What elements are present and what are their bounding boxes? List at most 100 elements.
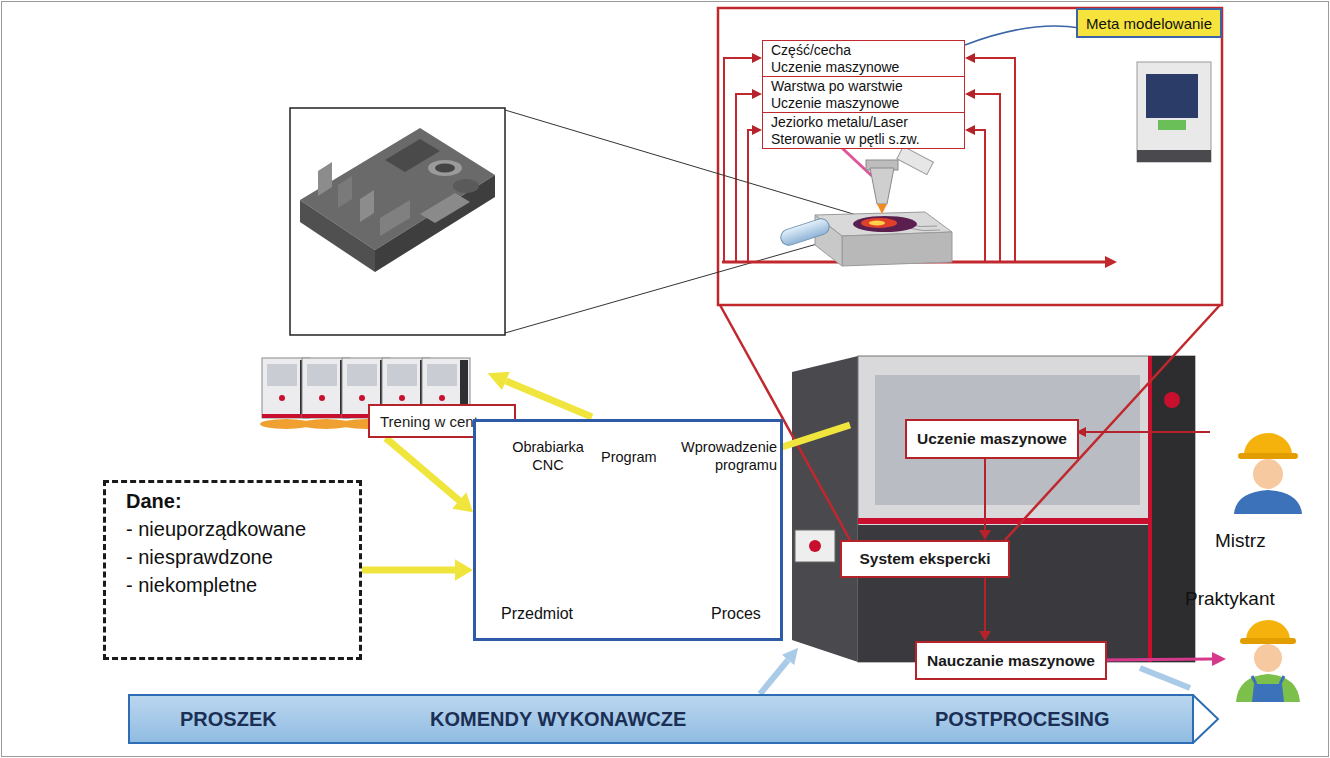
art-shape xyxy=(1236,674,1300,702)
art-shape xyxy=(1238,453,1298,459)
node-text: Program xyxy=(601,448,657,466)
master-figure xyxy=(1234,433,1302,514)
node-text: Nauczanie maszynowe xyxy=(927,652,1095,670)
art-shape xyxy=(779,217,831,248)
art-shape xyxy=(1246,620,1290,640)
connector-line xyxy=(984,578,986,633)
art-shape xyxy=(399,395,405,401)
art-shape xyxy=(975,58,1015,262)
node-text: System ekspercki xyxy=(860,550,991,568)
art-shape xyxy=(375,175,495,272)
art-shape xyxy=(748,130,752,262)
flow-band: PROSZEKKOMENDY WYKONAWCZEPOSTPROCESING xyxy=(128,694,1220,744)
art-shape xyxy=(858,356,1195,662)
art-shape xyxy=(760,660,788,694)
art-shape xyxy=(129,695,1193,743)
node-text: Uczenie maszynowe xyxy=(771,95,956,112)
node-text: Wprowadzenie programu xyxy=(669,438,777,474)
data-box: Dane:- nieuporządkowane- niesprawdzone- … xyxy=(103,480,362,660)
node-text: - niekompletne xyxy=(126,571,349,599)
art-shape xyxy=(338,176,352,208)
art-shape xyxy=(1234,490,1302,514)
art-shape xyxy=(1252,676,1256,684)
model-level-box: Część/cechaUczenie maszynowe xyxy=(762,40,965,77)
arrow-head xyxy=(979,631,991,641)
art-shape xyxy=(1193,695,1218,743)
art-shape xyxy=(360,190,374,222)
node-text: Uczenie maszynowe xyxy=(917,430,1067,448)
node-text: - nieuporządkowane xyxy=(126,515,349,543)
art-shape xyxy=(908,228,940,231)
model-level-box: Warstwa po warstwieUczenie maszynowe xyxy=(762,76,965,113)
art-shape xyxy=(897,146,934,174)
art-shape xyxy=(795,530,835,562)
art-shape xyxy=(267,364,297,386)
arrow-head xyxy=(452,492,473,512)
art-shape xyxy=(319,395,325,401)
model-level-box: Jeziorko metalu/LaserSterowanie w pętli … xyxy=(762,112,965,149)
art-shape xyxy=(853,216,917,232)
art-shape xyxy=(506,381,592,417)
art-shape xyxy=(1280,676,1284,684)
art-shape xyxy=(975,94,1000,262)
art-shape xyxy=(779,217,831,248)
node-text: Dane: xyxy=(126,487,349,515)
connector xyxy=(386,438,473,512)
art-shape xyxy=(724,58,752,262)
art-shape xyxy=(858,518,1150,524)
teaching-box: Nauczanie maszynowe xyxy=(915,641,1107,680)
person-label: Mistrz xyxy=(1215,530,1266,552)
art-shape xyxy=(875,375,1140,505)
art-shape xyxy=(307,364,337,386)
connector xyxy=(979,459,991,540)
node-text: Meta modelowanie xyxy=(1086,15,1212,32)
art-shape xyxy=(380,200,410,236)
node-text: Warstwa po warstwie xyxy=(771,78,956,95)
arrow-head xyxy=(979,530,991,540)
art-shape xyxy=(453,179,479,193)
art-shape xyxy=(1086,431,1210,433)
feedback-loops xyxy=(724,26,1080,262)
arrow-head xyxy=(455,559,473,581)
meta-label: Meta modelowanie xyxy=(1076,8,1222,38)
node-text: Uczenie maszynowe xyxy=(771,59,956,76)
art-shape xyxy=(279,395,285,401)
art-shape xyxy=(1148,356,1152,662)
machine-thumbnail xyxy=(1137,62,1211,162)
art-shape xyxy=(869,221,885,226)
art-shape xyxy=(427,364,457,386)
node-text: - niesprawdzone xyxy=(126,543,349,571)
art-shape xyxy=(975,130,985,262)
art-shape xyxy=(428,160,462,176)
art-shape xyxy=(290,108,505,335)
node-text: Część/cecha xyxy=(771,42,956,59)
art-shape xyxy=(435,164,455,173)
art-shape xyxy=(1244,433,1292,455)
process-box: Obrabiarka CNCProgramWprowadzenie progra… xyxy=(473,419,783,641)
art-shape xyxy=(1164,392,1180,408)
node-text: Jeziorko metalu/Laser xyxy=(771,114,956,131)
part-model xyxy=(290,108,505,335)
art-shape xyxy=(1137,150,1211,162)
zoom-frame xyxy=(718,8,1222,540)
apprentice-figure xyxy=(1236,620,1300,702)
printer-machine xyxy=(792,356,1195,662)
node-text: Proces xyxy=(711,604,761,624)
connector-line xyxy=(386,438,462,503)
art-shape xyxy=(318,162,332,196)
node-text: POSTPROCESING xyxy=(935,707,1109,731)
art-shape xyxy=(1253,459,1283,489)
art-shape xyxy=(782,425,850,447)
art-shape xyxy=(897,146,934,174)
art-shape xyxy=(842,232,952,266)
node-text: Sterowanie w pętli s.zw. xyxy=(771,131,956,148)
art-shape xyxy=(420,193,470,223)
art-shape xyxy=(1140,668,1190,688)
art-shape xyxy=(1254,644,1282,672)
art-shape xyxy=(792,356,858,662)
art-shape xyxy=(359,395,365,401)
art-shape xyxy=(1252,684,1284,702)
node-text: KOMENDY WYKONAWCZE xyxy=(430,707,686,731)
